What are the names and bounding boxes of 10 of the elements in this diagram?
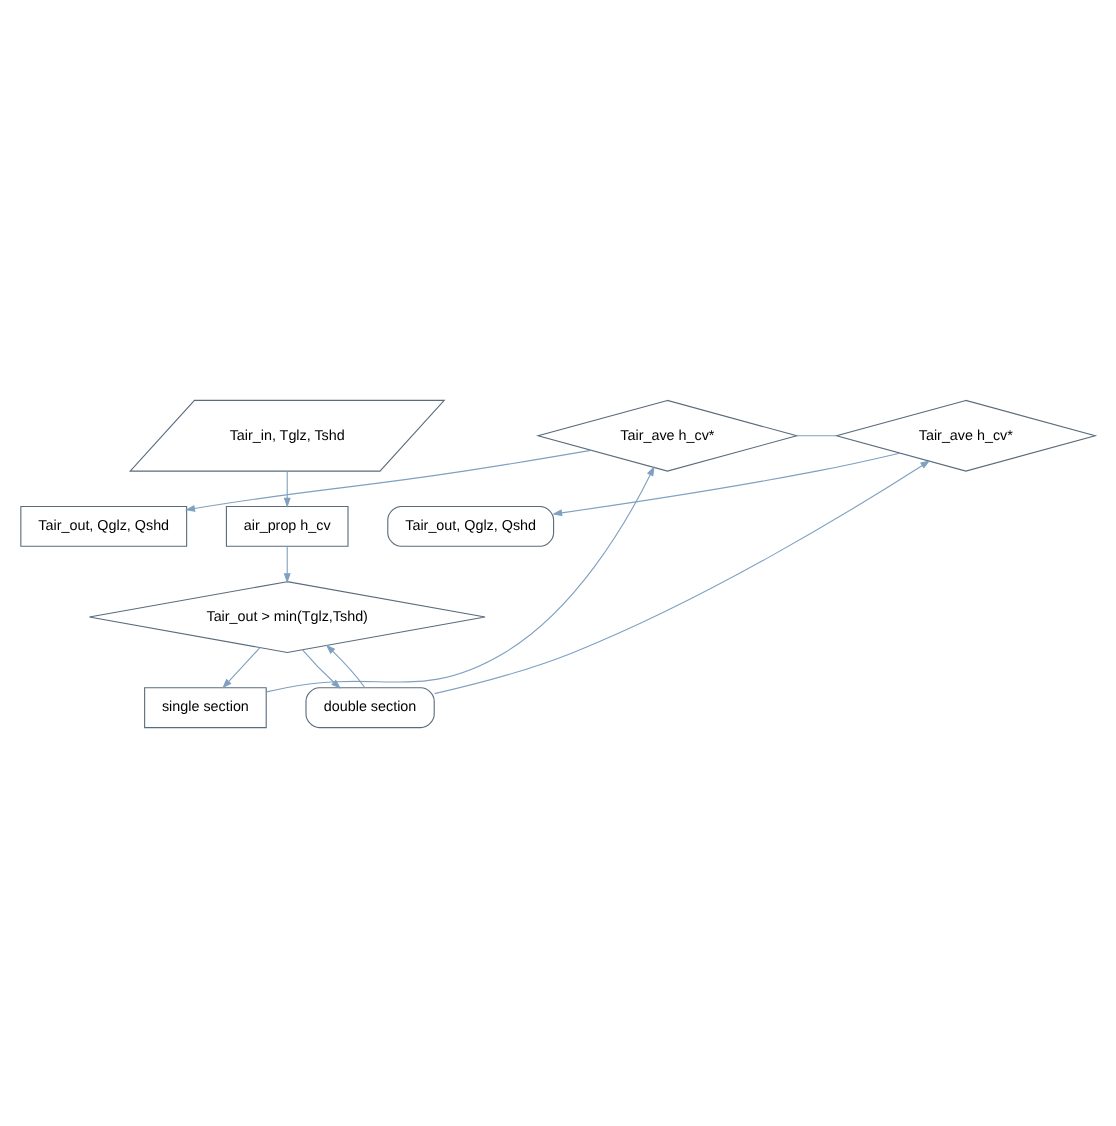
arrow [302,648,342,688]
connector [796,434,837,436]
arrow [325,643,366,688]
arrow [283,545,291,583]
arrow [434,459,931,694]
arrow [283,469,291,507]
arrow [266,465,655,692]
arrow [552,451,901,516]
arrow [185,448,592,511]
arrow [222,646,261,688]
